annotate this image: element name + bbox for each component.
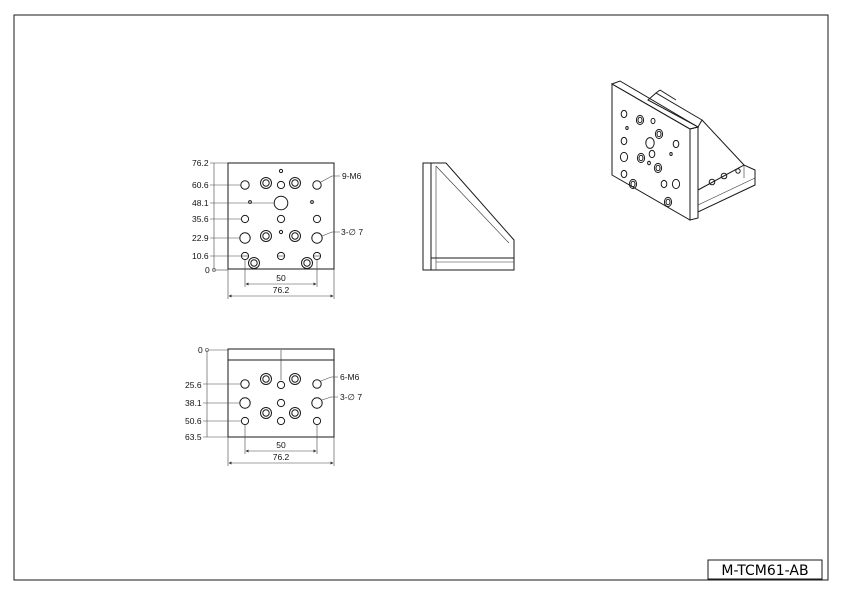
- top-callout-6-m6: 6-M6: [340, 372, 360, 382]
- top-dim-63-5: 63.5: [185, 432, 202, 442]
- front-dim-48-1: 48.1: [192, 198, 209, 208]
- front-dim-50: 50: [276, 273, 286, 283]
- front-view-callouts: 9-M6 3-∅ 7: [320, 171, 363, 237]
- title-block: M-TCM61-AB: [707, 559, 823, 580]
- front-dim-22-9: 22.9: [192, 233, 209, 243]
- top-view-outline: [227, 348, 335, 438]
- front-callout-3-dia7: 3-∅ 7: [341, 227, 363, 237]
- front-dim-35-6: 35.6: [192, 214, 209, 224]
- top-dim-25-6: 25.6: [185, 380, 202, 390]
- top-dim-38-1: 38.1: [185, 398, 202, 408]
- front-dim-10-6: 10.6: [192, 251, 209, 261]
- part-number: M-TCM61-AB: [721, 563, 808, 579]
- front-callout-9-m6: 9-M6: [342, 171, 362, 181]
- front-view: 76.2 60.6 48.1 35.6 22.9 10.6 0 50 76.2 …: [192, 158, 363, 299]
- top-dim-76-2-width: 76.2: [273, 452, 290, 462]
- top-dim-50-6: 50.6: [185, 416, 202, 426]
- top-view-holes: [239, 373, 323, 426]
- top-callout-3-dia7: 3-∅ 7: [340, 392, 362, 402]
- top-dim-50: 50: [276, 440, 286, 450]
- front-dim-60-6: 60.6: [192, 180, 209, 190]
- top-dim-0: 0: [198, 345, 203, 355]
- front-view-horizontal-dimensions: 50 76.2: [227, 259, 335, 299]
- top-view-callouts: 6-M6 3-∅ 7: [320, 372, 362, 402]
- front-view-outline: [227, 162, 335, 270]
- top-view-horizontal-dimensions: 50 76.2: [227, 424, 335, 466]
- side-view-outline: [422, 162, 515, 271]
- front-view-holes: [239, 168, 323, 269]
- top-view-vertical-dimensions: 0 25.6 38.1 50.6 63.5: [185, 345, 241, 442]
- top-view: 0 25.6 38.1 50.6 63.5 50 76.2 6-M6 3-∅ 7: [185, 345, 362, 466]
- iso-plate-holes: [619, 109, 681, 208]
- front-dim-76-2: 76.2: [192, 158, 209, 168]
- isometric-view: [610, 80, 756, 221]
- front-view-vertical-dimensions: 76.2 60.6 48.1 35.6 22.9 10.6 0: [192, 158, 274, 275]
- side-view: [422, 162, 515, 271]
- drawing-border: [13, 14, 829, 581]
- front-dim-76-2-width: 76.2: [273, 285, 290, 295]
- front-dim-0: 0: [205, 265, 210, 275]
